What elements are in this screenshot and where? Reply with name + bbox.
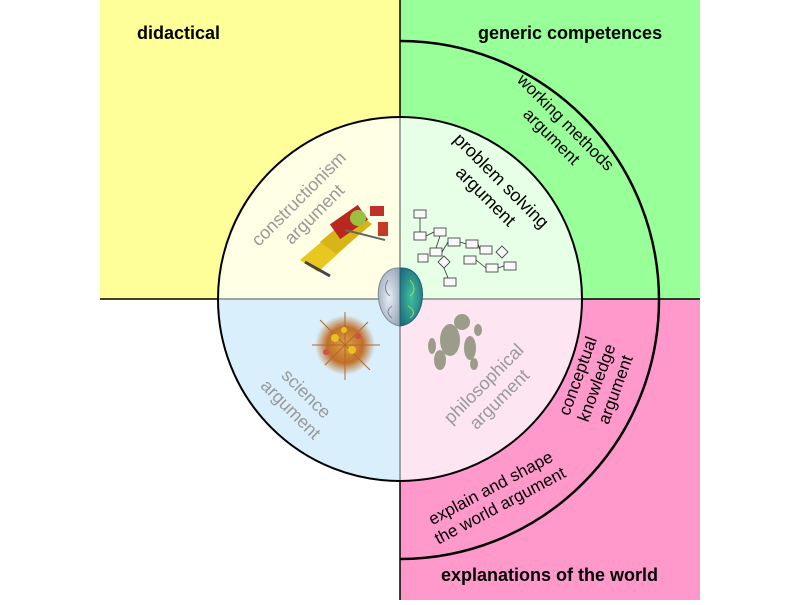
inner-circle-outline (217, 116, 583, 482)
brain-illustration (377, 267, 423, 327)
sector-constructionism (218, 117, 400, 299)
robot-illustration (300, 204, 388, 278)
flowchart-illustration (413, 209, 517, 287)
sector-problem-solving (400, 117, 582, 299)
quadrant-title-didactical: didactical (137, 23, 221, 43)
philosophical-creature-illustration (428, 314, 482, 370)
outer-ring-arc (399, 39, 661, 561)
quadrant-title-generic-competences: generic competences (478, 23, 663, 43)
science-molecule-illustration (312, 312, 380, 380)
quadrant-title-explanations-of-the-world: explanations of the world (441, 565, 659, 585)
